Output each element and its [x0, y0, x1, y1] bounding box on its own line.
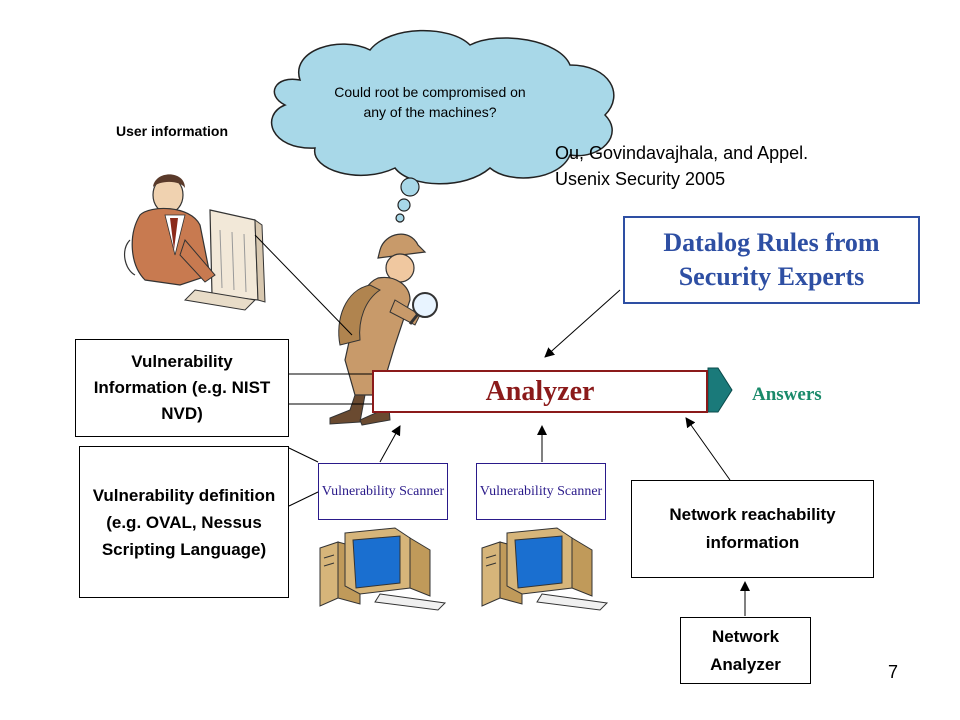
datalog-rules-box: Datalog Rules from Security Experts — [623, 216, 920, 304]
network-reachability-text: Network reachability information — [669, 505, 836, 552]
vulnerability-scanner-2-label: Vulnerability Scanner — [479, 483, 603, 499]
vulnerability-information-box: Vulnerability Information (e.g. NIST NVD… — [75, 339, 289, 437]
thought-bubble-text: Could root be compromised on any of the … — [334, 84, 526, 120]
answers-arrow — [707, 367, 733, 413]
user-connector-line — [254, 234, 353, 336]
vulnerability-scanner-1-label: Vulnerability Scanner — [321, 483, 445, 499]
citation: Ou, Govindavajhala, and Appel. Usenix Se… — [555, 140, 915, 192]
vulnerability-definition-text: Vulnerability definition (e.g. OVAL, Nes… — [92, 485, 276, 559]
computer-1-illustration — [319, 527, 447, 611]
page-number: 7 — [888, 662, 899, 682]
vulnerability-definition-box: Vulnerability definition (e.g. OVAL, Nes… — [79, 446, 289, 598]
vulnerability-scanner-2: Vulnerability Scanner — [476, 463, 606, 520]
network-analyzer-box: Network Analyzer — [680, 617, 811, 684]
analyzer-label: Analyzer — [485, 375, 595, 407]
user-at-computer-illustration — [123, 174, 266, 311]
user-information-label: User information — [115, 123, 228, 139]
datalog-line-1: Datalog Rules from — [663, 228, 880, 257]
citation-venue: Usenix Security 2005 — [555, 169, 726, 189]
network-reachability-box: Network reachability information — [631, 480, 874, 578]
network-analyzer-text: Network Analyzer — [710, 626, 781, 674]
thought-cloud — [270, 29, 615, 223]
vulnerability-information-text: Vulnerability Information (e.g. NIST NVD… — [93, 352, 271, 423]
vulnerability-scanner-1: Vulnerability Scanner — [318, 463, 448, 520]
datalog-line-2: Security Experts — [678, 262, 865, 291]
answers-label: Answers — [752, 384, 822, 405]
analyzer-box: Analyzer — [372, 370, 708, 413]
detective-illustration — [329, 233, 438, 426]
computer-2-illustration — [481, 527, 609, 611]
citation-authors: Ou, Govindavajhala, and Appel. — [555, 143, 809, 163]
